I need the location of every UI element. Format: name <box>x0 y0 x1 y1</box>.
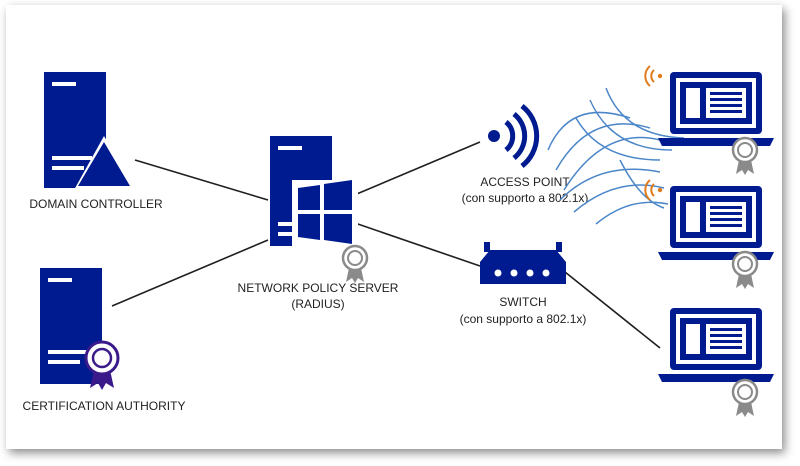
switch-label-line1: SWITCH <box>499 295 546 309</box>
certificate-icon <box>731 250 759 291</box>
network-switch-icon <box>480 242 566 284</box>
wired-client <box>658 308 774 419</box>
link-nps-ap <box>351 141 481 197</box>
nps-label-line2: (RADIUS) <box>291 297 344 311</box>
wifi-signal-icon <box>644 179 663 201</box>
certification-authority-label: CERTIFICATION AUTHORITY <box>23 399 186 413</box>
wifi-antenna-icon <box>488 104 540 168</box>
access-point: ACCESS POINT (con supporto a 802.1x) <box>462 104 589 205</box>
certificate-icon <box>341 244 369 285</box>
link-dc-nps <box>134 159 269 201</box>
wifi-signal-icon <box>644 65 663 87</box>
laptop-icon <box>658 308 774 382</box>
wifi-waves <box>547 87 685 225</box>
access-point-label-line2: (con supporto a 802.1x) <box>462 191 589 205</box>
domain-controller: DOMAIN CONTROLLER <box>29 72 163 211</box>
nps-label-line1: NETWORK POLICY SERVER <box>238 281 399 295</box>
wireless-client-2 <box>644 179 774 291</box>
server-icon <box>44 72 136 190</box>
link-ca-nps <box>111 239 269 307</box>
access-point-label-line1: ACCESS POINT <box>480 175 570 189</box>
domain-controller-label: DOMAIN CONTROLLER <box>29 197 163 211</box>
connection-lines <box>111 141 661 349</box>
network-policy-server: NETWORK POLICY SERVER (RADIUS) <box>238 136 399 311</box>
switch: SWITCH (con supporto a 802.1x) <box>460 242 587 326</box>
link-switch-laptop <box>564 271 661 349</box>
laptop-icon <box>658 72 774 146</box>
windows-server-icon <box>270 136 358 248</box>
link-nps-switch <box>351 221 481 267</box>
certificate-icon <box>84 340 120 390</box>
laptop-icon <box>658 186 774 260</box>
wireless-client-1 <box>644 65 774 177</box>
certification-authority: CERTIFICATION AUTHORITY <box>23 268 186 413</box>
certificate-icon <box>731 136 759 177</box>
switch-label-line2: (con supporto a 802.1x) <box>460 312 587 326</box>
certificate-icon <box>731 378 759 419</box>
